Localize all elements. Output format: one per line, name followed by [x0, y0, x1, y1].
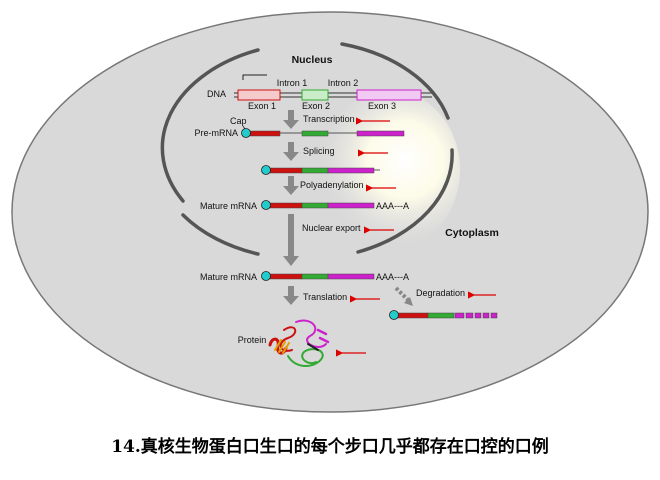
mature-mrna-cyto: Mature mRNA AAA---A [200, 271, 409, 282]
cap-icon [261, 165, 271, 175]
exon2-label: Exon 2 [302, 101, 330, 111]
cap-icon [241, 128, 251, 138]
exon3-label: Exon 3 [368, 101, 396, 111]
nucleus-label: Nucleus [292, 54, 333, 66]
polya-tail: AAA---A [376, 272, 409, 282]
cell-body [11, 11, 649, 413]
mature-mrna-nuclear: Mature mRNA AAA---A [200, 200, 409, 211]
cell-light [320, 90, 460, 250]
nuclear-envelope [160, 42, 454, 256]
exon2-box [301, 89, 329, 101]
protein-label: Protein [238, 335, 267, 345]
exon3-box [356, 89, 422, 101]
protein-structure [268, 319, 330, 367]
pre-mrna-label: Pre-mRNA [194, 128, 238, 138]
step-polyadenylation: Polyadenylation [300, 180, 364, 190]
intron1-label: Intron 1 [277, 78, 308, 88]
cytoplasm-label: Cytoplasm [445, 227, 499, 239]
mature-mrna-label: Mature mRNA [200, 201, 257, 211]
step-nuclear-export: Nuclear export [302, 223, 361, 233]
pre-mrna: Cap Pre-mRNA [194, 116, 405, 138]
cap-icon [261, 200, 271, 210]
spliced-mrna [261, 165, 380, 175]
cap-label: Cap [230, 116, 247, 126]
step-splicing: Splicing [303, 146, 335, 156]
cap-icon [261, 271, 271, 281]
process-arrows [283, 110, 299, 305]
mature-mrna-label: Mature mRNA [200, 272, 257, 282]
dna-label: DNA [207, 89, 226, 99]
step-translation: Translation [303, 292, 347, 302]
degradation-arrowhead [404, 297, 413, 306]
step-transcription: Transcription [303, 114, 355, 124]
polya-tail: AAA---A [376, 201, 409, 211]
dna-gene: DNA Intron 1 Intron 2 Exon 1 Exon 2 Exon… [207, 74, 432, 111]
degrading-mrna [389, 310, 498, 320]
cap-icon [389, 310, 399, 320]
transcription-arrow [283, 110, 299, 129]
step-degradation: Degradation [416, 288, 465, 298]
promoter-bracket [242, 74, 267, 80]
intron2-label: Intron 2 [328, 78, 359, 88]
control-arrows [336, 117, 496, 357]
exon1-label: Exon 1 [248, 101, 276, 111]
export-arrow [283, 214, 299, 266]
splicing-arrow [283, 142, 299, 161]
translation-arrow [283, 286, 299, 305]
slide-caption: 14.真核生物蛋白口生口的每个步口几乎都存在口控的口例 [111, 437, 549, 457]
degradation-arrow [394, 286, 410, 302]
exon1-box [237, 89, 281, 101]
polyadenylation-arrow [283, 176, 299, 195]
